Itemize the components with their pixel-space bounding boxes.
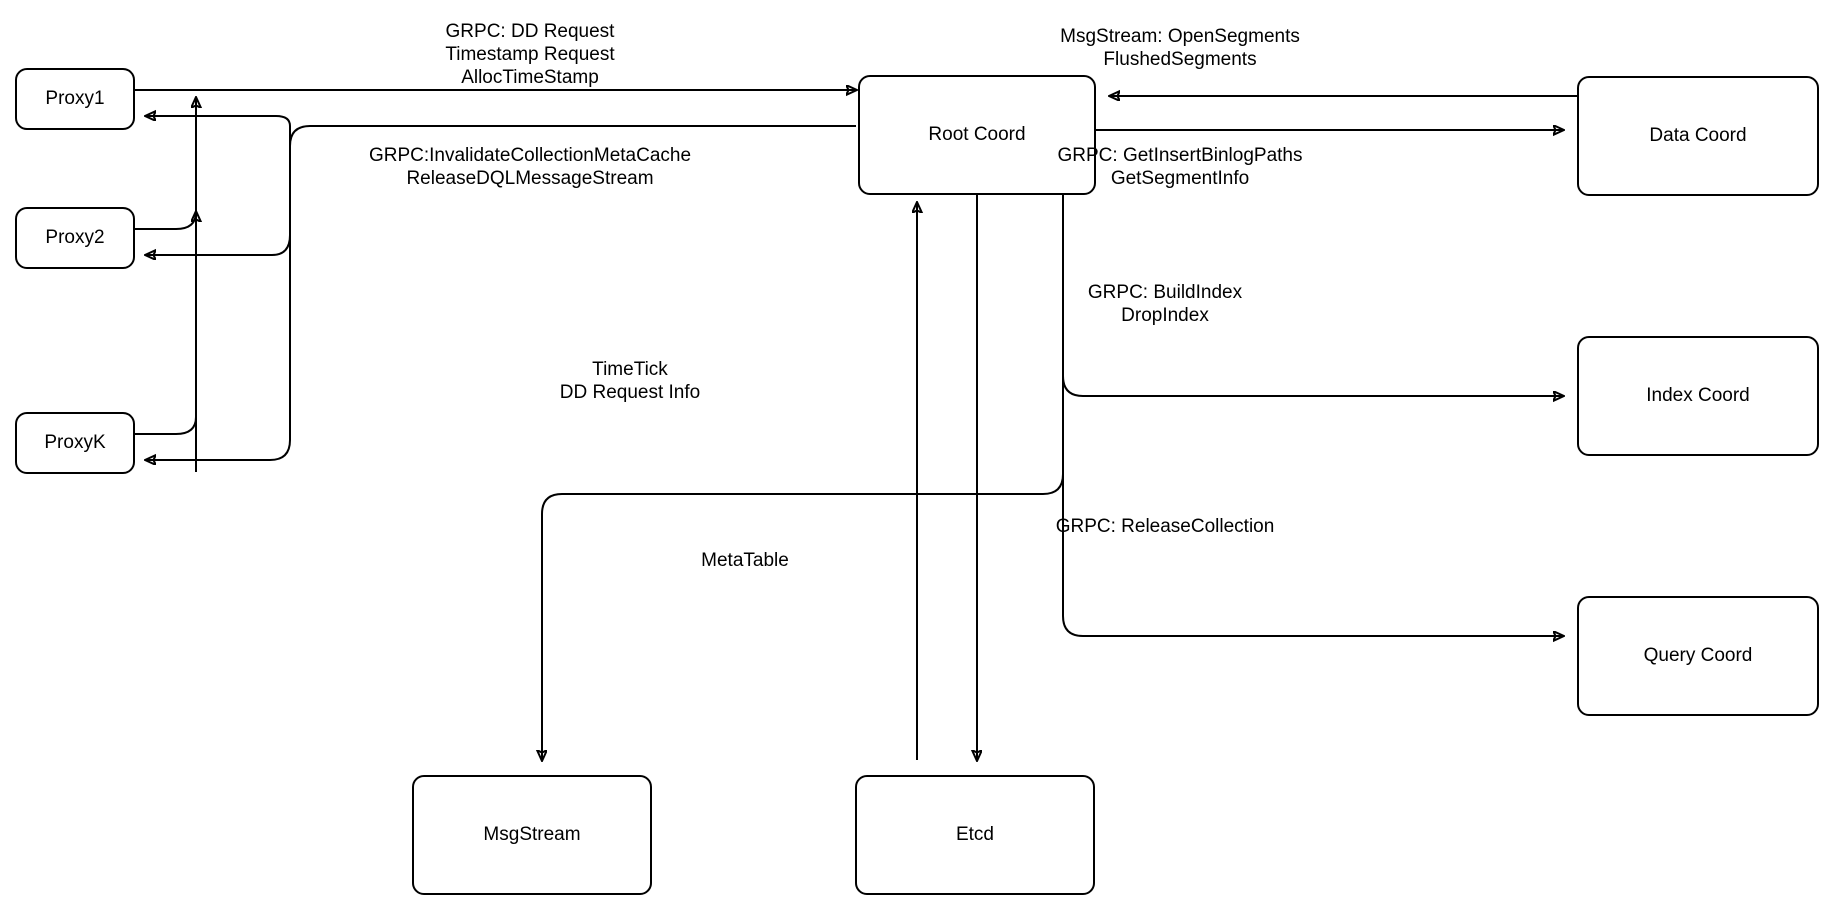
edge-rootcoord-to-proxy1 bbox=[146, 116, 291, 146]
node-proxyk[interactable]: ProxyK bbox=[15, 412, 135, 474]
node-proxy1[interactable]: Proxy1 bbox=[15, 68, 135, 130]
edge-label-proxy-to-rootcoord: GRPC: DD Request Timestamp Request Alloc… bbox=[445, 21, 615, 89]
edge-label-rootcoord-to-datacoord: GRPC: GetInsertBinlogPaths GetSegmentInf… bbox=[1057, 145, 1303, 190]
node-label: Root Coord bbox=[928, 123, 1026, 145]
node-datacoord[interactable]: Data Coord bbox=[1577, 76, 1819, 196]
edge-label-datacoord-to-rootcoord: MsgStream: OpenSegments FlushedSegments bbox=[1060, 26, 1300, 71]
edge-rootcoord-to-proxy2 bbox=[146, 234, 291, 255]
node-etcd[interactable]: Etcd bbox=[855, 775, 1095, 895]
node-querycoord[interactable]: Query Coord bbox=[1577, 596, 1819, 716]
edge-label-rootcoord-to-proxy: GRPC:InvalidateCollectionMetaCache Relea… bbox=[368, 145, 692, 190]
node-label: MsgStream bbox=[483, 823, 581, 845]
edge-label-rootcoord-to-querycoord: GRPC: ReleaseCollection bbox=[1055, 516, 1275, 537]
edge-label-rootcoord-to-msgstream: TimeTick DD Request Info bbox=[559, 359, 701, 404]
node-label: Etcd bbox=[955, 823, 995, 845]
node-indexcoord[interactable]: Index Coord bbox=[1577, 336, 1819, 456]
node-proxy2[interactable]: Proxy2 bbox=[15, 207, 135, 269]
node-label: Query Coord bbox=[1643, 644, 1753, 666]
edge-label-rootcoord-to-indexcoord: GRPC: BuildIndex DropIndex bbox=[1087, 282, 1243, 327]
node-label: ProxyK bbox=[44, 431, 106, 453]
node-label: Proxy2 bbox=[45, 226, 105, 248]
node-msgstream[interactable]: MsgStream bbox=[412, 775, 652, 895]
edge-proxy2-to-riser bbox=[135, 212, 196, 230]
node-label: Data Coord bbox=[1649, 124, 1747, 146]
node-rootcoord[interactable]: Root Coord bbox=[858, 75, 1096, 195]
node-label: Index Coord bbox=[1646, 384, 1750, 406]
edge-rootcoord-to-msgstream bbox=[542, 195, 1064, 760]
edge-label-rootcoord-to-etcd: MetaTable bbox=[701, 550, 789, 571]
edge-proxyk-to-riser bbox=[135, 416, 197, 435]
node-label: Proxy1 bbox=[45, 87, 105, 109]
